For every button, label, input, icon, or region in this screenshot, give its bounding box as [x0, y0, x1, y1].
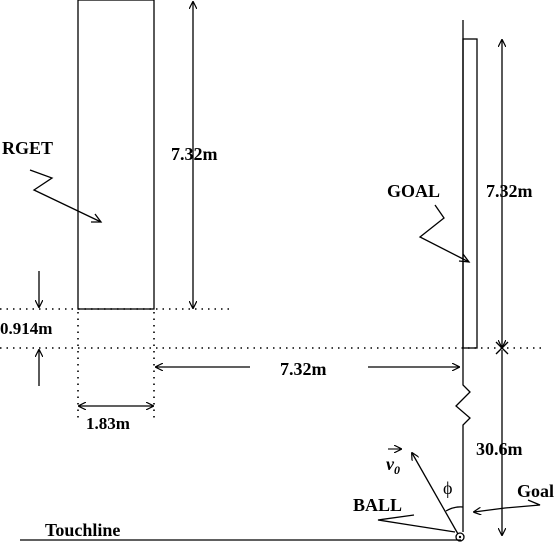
target-height-label: 7.32m [171, 144, 218, 164]
target-pointer-head [91, 213, 103, 223]
separation-label: 7.32m [280, 359, 327, 379]
target-label: RGET [2, 138, 53, 158]
angle-label: ϕ [443, 478, 452, 498]
goal-pointer [418, 204, 470, 263]
velocity-vector [412, 453, 459, 535]
touchline-label: Touchline [45, 520, 120, 540]
ball-distance-label: 30.6m [476, 439, 523, 459]
ball-label: BALL [353, 495, 402, 515]
ball-pointer [377, 514, 456, 533]
goal-right-label: Goal [517, 481, 554, 501]
goal-post [462, 38, 478, 349]
ground-cross-b [495, 341, 509, 355]
target-pointer [29, 169, 102, 223]
goal-label: GOAL [387, 181, 440, 201]
target-width-label: 1.83m [86, 414, 130, 433]
ball [455, 532, 465, 542]
distance-broken-line [455, 370, 471, 532]
goal-height-label: 7.32m [486, 181, 533, 201]
target-rectangle [77, 0, 155, 310]
goal-right-pointer [474, 499, 541, 512]
goal-pointer-head [458, 253, 471, 263]
angle-arc [445, 506, 464, 512]
target-gap-label: 0.914m [0, 319, 52, 338]
ball-center [458, 535, 462, 539]
velocity-label: v0 [386, 454, 400, 477]
